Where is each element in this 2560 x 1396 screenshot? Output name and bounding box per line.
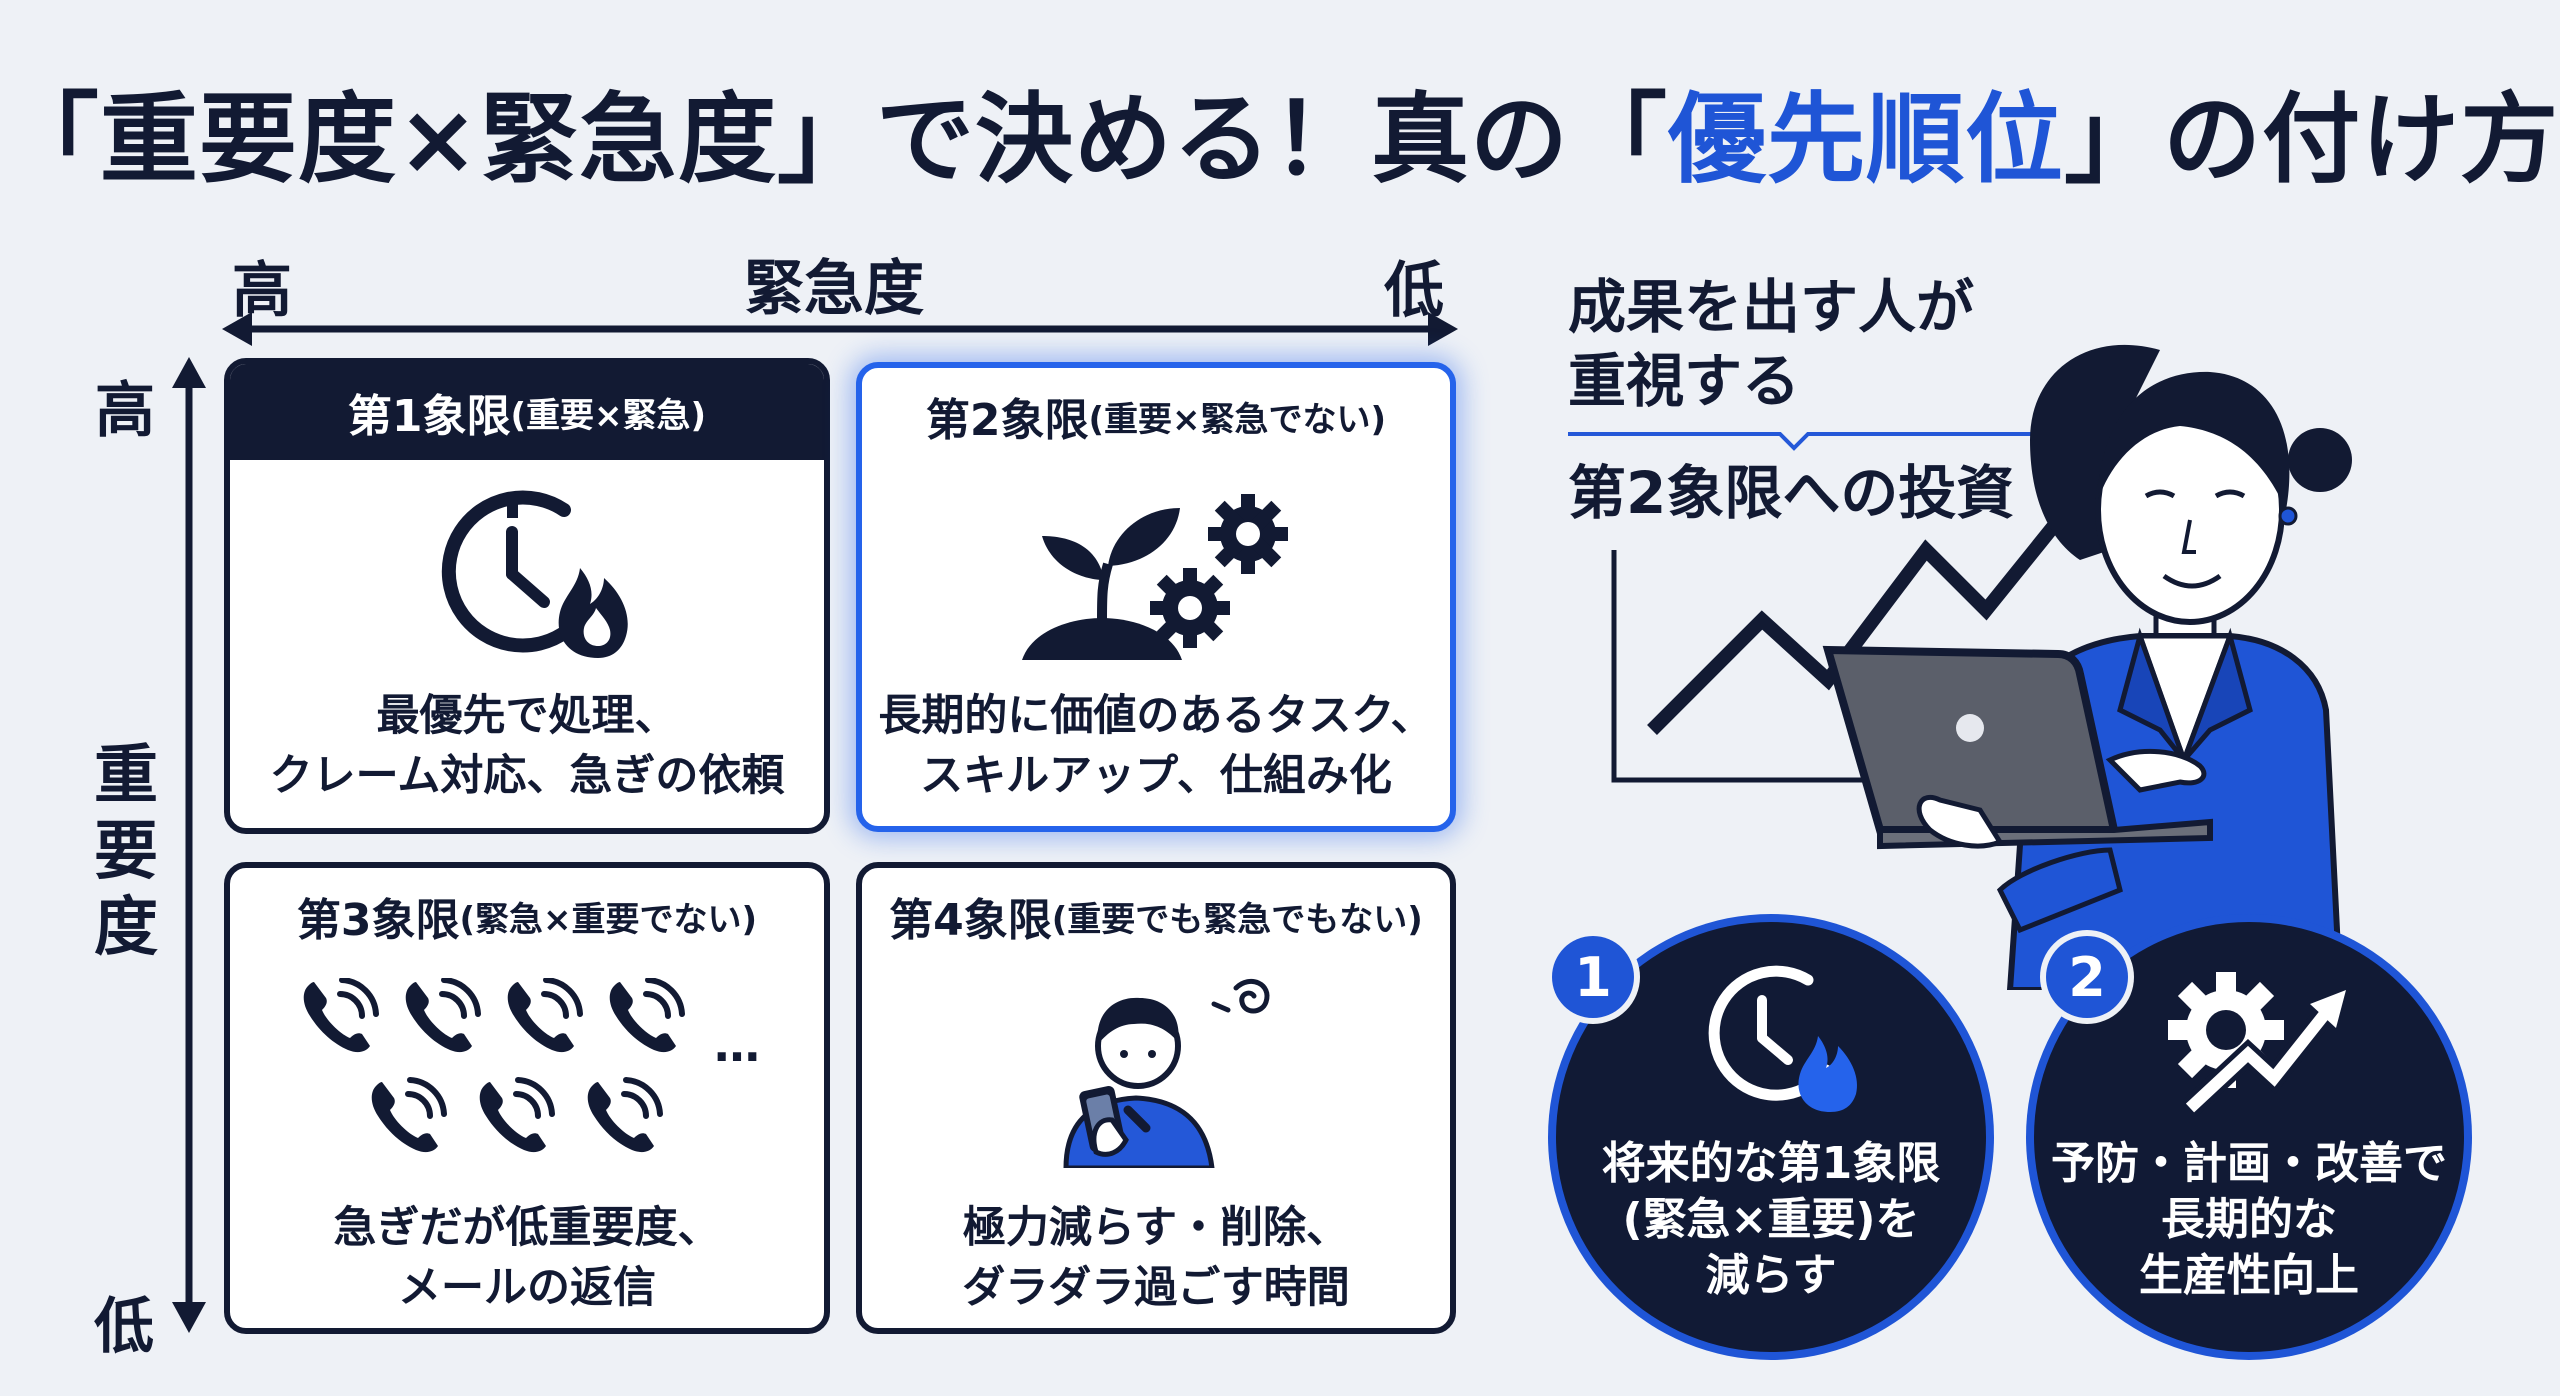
quadrant-4-subtitle: (重要でも緊急でもない) [1051, 899, 1423, 940]
plant-gears-icon [1022, 494, 1288, 660]
quadrant-1-line-1: 最優先で処理、 [376, 691, 678, 741]
quadrant-3-description: 急ぎだが低重要度、 メールの返信 [230, 1198, 824, 1318]
quadrant-2-line-1: 長期的に価値のあるタスク、 [878, 691, 1434, 741]
success-heading-line-2: 重視する [1568, 347, 1801, 415]
point-2-circle: 2 予防・計画・改善で 長期的な 生産性向上 [2034, 922, 2464, 1352]
quadrant-3: 第3象限(緊急×重要でない) … 急ぎだが低重要度、 メールの返信 [224, 862, 830, 1334]
quadrant-4-description: 極力減らす・削除、 ダラダラ過ごす時間 [862, 1198, 1450, 1318]
calls-ellipsis: … [714, 1018, 760, 1072]
point-2-text: 予防・計画・改善で 長期的な 生産性向上 [2034, 1136, 2464, 1304]
quadrant-2-description: 長期的に価値のあるタスク、 スキルアップ、仕組み化 [862, 686, 1450, 806]
quadrant-3-subtitle: (緊急×重要でない) [459, 899, 758, 940]
quadrant-1-subtitle: (重要×緊急) [510, 395, 707, 436]
importance-high-label: 高 [95, 376, 155, 446]
point-2-line-1: 予防・計画・改善で [2051, 1138, 2447, 1189]
clock-fire-icon [1708, 965, 1858, 1112]
heading-divider [1568, 432, 2044, 451]
success-heading-line-1: 成果を出す人が [1568, 273, 1975, 341]
importance-axis-label: 重要度 [94, 739, 158, 965]
point-1-text: 将来的な第1象限 (緊急×重要)を 減らす [1556, 1136, 1986, 1304]
quadrant-3-header: 第3象限(緊急×重要でない) [230, 868, 824, 964]
investment-label: 第2象限への投資 [1568, 459, 2015, 527]
success-heading: 成果を出す人が 重視する [1568, 270, 1974, 418]
quadrant-4-header: 第4象限(重要でも緊急でもない) [862, 868, 1450, 964]
urgency-high-label: 高 [232, 256, 292, 326]
businesswoman-laptop-illustration [1822, 344, 2352, 990]
quadrant-2-line-2: スキルアップ、仕組み化 [920, 751, 1392, 801]
title-pre: 「重要度×緊急度」で決める！真の「 [0, 83, 1669, 197]
quadrant-3-line-1: 急ぎだが低重要度、 [333, 1203, 721, 1253]
quadrant-4-title: 第4象限 [889, 895, 1052, 946]
point-2-number-badge: 2 [2046, 936, 2128, 1018]
quadrant-4-line-2: ダラダラ過ごす時間 [962, 1263, 1350, 1313]
point-1-line-3: 減らす [1705, 1250, 1837, 1301]
quadrant-1-line-2: クレーム対応、急ぎの依頼 [269, 751, 785, 801]
quadrant-2-header: 第2象限(重要×緊急でない) [862, 368, 1450, 464]
quadrant-1-description: 最優先で処理、 クレーム対応、急ぎの依頼 [230, 686, 824, 806]
importance-low-label: 低 [94, 1292, 154, 1362]
point-2-line-3: 生産性向上 [2139, 1250, 2359, 1301]
quadrant-3-line-2: メールの返信 [398, 1263, 656, 1313]
point-1-line-1: 将来的な第1象限 [1601, 1138, 1941, 1189]
quadrant-2: 第2象限(重要×緊急でない) 長期的に価値のあるタスク、 スキルアップ、仕組み化 [856, 362, 1456, 832]
title-post: 」の付け方 [2064, 83, 2560, 197]
point-1-line-2: (緊急×重要)を [1622, 1194, 1920, 1245]
point-2-line-2: 長期的な [2161, 1194, 2337, 1245]
clock-fire-icon [441, 490, 628, 658]
urgency-low-label: 低 [1384, 256, 1444, 326]
quadrant-4: 第4象限(重要でも緊急でもない) 極力減らす・削除、 ダラダラ過ごす時間 [856, 862, 1456, 1334]
quadrant-3-title: 第3象限 [296, 895, 460, 946]
page-title: 「重要度×緊急度」で決める！真の「優先順位」の付け方 [0, 60, 2560, 202]
phone-calls-icon [300, 978, 770, 1158]
point-1-circle: 1 将来的な第1象限 (緊急×重要)を 減らす [1552, 922, 1986, 1352]
point-1-number-badge: 1 [1552, 936, 1634, 1018]
urgency-axis-label: 緊急度 [744, 254, 924, 324]
quadrant-1: 第1象限(重要×緊急) 最優先で処理、 クレーム対応、急ぎの依頼 [224, 358, 830, 834]
title-highlight: 優先順位 [1668, 83, 2065, 197]
quadrant-2-subtitle: (重要×緊急でない) [1088, 399, 1387, 440]
quadrant-2-title: 第2象限 [925, 395, 1089, 446]
person-smartphone-icon [1063, 979, 1270, 1168]
quadrant-1-title: 第1象限 [347, 391, 511, 442]
gear-growth-icon [2168, 972, 2346, 1117]
quadrant-4-line-1: 極力減らす・削除、 [962, 1203, 1350, 1253]
quadrant-1-header: 第1象限(重要×緊急) [230, 364, 824, 460]
